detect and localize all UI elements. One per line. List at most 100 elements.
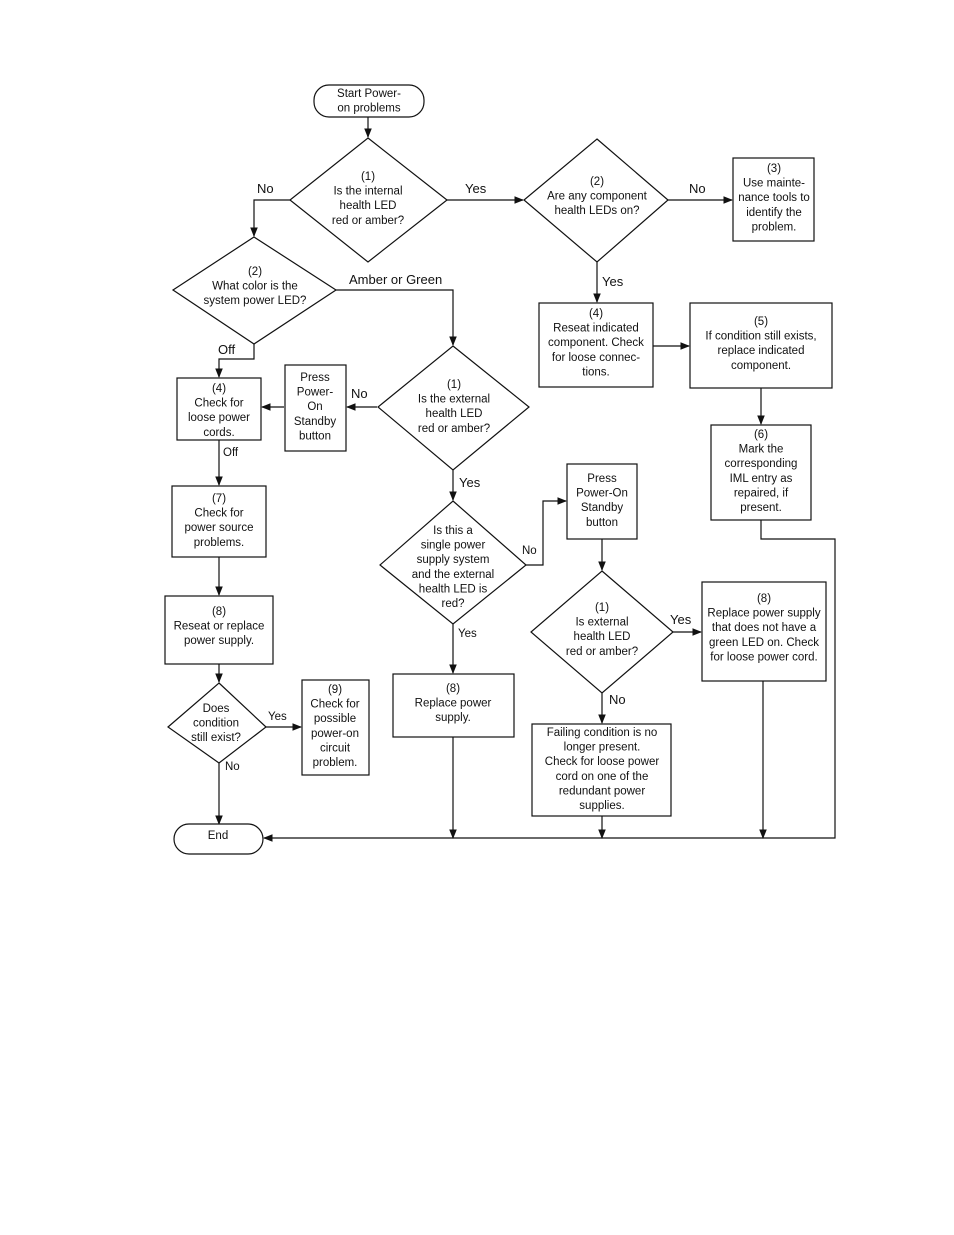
- node-text-line: Replace power supply: [707, 608, 820, 620]
- node-text-line: still exist?: [191, 732, 241, 744]
- node-text-line: identify the: [746, 207, 802, 219]
- node-text-line: possible: [314, 713, 356, 725]
- node-text-line: (7): [212, 493, 226, 505]
- connector-sys-led-off: [215, 344, 255, 378]
- node-text-line: Check for: [194, 508, 243, 520]
- node-text-line: Check for: [310, 699, 359, 711]
- connector-sys-led-amber-green: [336, 289, 457, 346]
- node-text-b-source: (7) Check for power source problems.: [184, 493, 253, 549]
- check-power-source-box: (7) Check for power source problems.: [171, 485, 267, 558]
- start-terminal: Start Power-on problems: [313, 84, 425, 118]
- node-text-line: repaired, if: [734, 487, 789, 499]
- node-text-line: If condition still exists,: [705, 331, 816, 343]
- node-text-line: Press: [300, 372, 330, 384]
- node-text-line: health LED is: [419, 583, 488, 595]
- node-text-line: health LED: [426, 408, 483, 420]
- node-text-line: supplies.: [579, 800, 624, 812]
- label-ext-led-no: No: [351, 386, 368, 401]
- node-text-line: for loose connec-: [552, 352, 640, 364]
- label-comp-led-yes: Yes: [602, 274, 624, 289]
- node-text-line: component.: [731, 360, 791, 372]
- node-text-line: problem.: [752, 221, 797, 233]
- node-text-line: End: [208, 830, 228, 842]
- node-text-line: supply.: [435, 712, 471, 724]
- node-text-line: for loose power cord.: [710, 651, 817, 663]
- node-text-line: problems.: [194, 537, 245, 549]
- node-text-line: (1): [361, 171, 375, 183]
- node-text-line: (2): [590, 176, 604, 188]
- node-text-line: system power LED?: [204, 295, 307, 307]
- reseat-component-box: (4) Reseat indicated component. Check for l…: [538, 302, 654, 388]
- node-text-line: Mark the: [739, 444, 784, 456]
- label-sys-led-off: Off: [218, 342, 235, 357]
- node-text-line: (4): [212, 383, 226, 395]
- node-text-line: Failing condition is no: [547, 727, 658, 739]
- node-text-line: Are any component: [547, 191, 648, 203]
- node-text-line: power supply.: [184, 635, 254, 647]
- label-ext-led2-no: No: [609, 692, 626, 707]
- node-text-line: component. Check: [548, 337, 644, 349]
- node-text-line: Power-On: [576, 488, 628, 500]
- node-text-line: that does not have a: [712, 622, 817, 634]
- node-text-line: present.: [740, 502, 782, 514]
- node-text-line: power source: [184, 522, 253, 534]
- node-text-line: cords.: [203, 427, 234, 439]
- label-ext-led-yes: Yes: [459, 475, 481, 490]
- label-sys-led-amber-green: Amber or Green: [349, 272, 442, 287]
- end-terminal: End: [173, 823, 264, 855]
- label-int-led-yes: Yes: [465, 181, 487, 196]
- node-text-line: Check for: [194, 398, 243, 410]
- node-text-line: (8): [212, 606, 226, 618]
- node-text-line: supply system: [417, 554, 490, 566]
- label-comp-led-no: No: [689, 181, 706, 196]
- node-text-line: and the external: [412, 569, 494, 581]
- connector-mark-to-end: [263, 520, 836, 842]
- node-text-line: (5): [754, 316, 768, 328]
- node-text-line: Is the internal: [333, 186, 402, 198]
- node-text-line: (4): [589, 308, 603, 320]
- node-text-line: red?: [441, 598, 464, 610]
- label-cords-off: Off: [223, 447, 239, 459]
- node-text-line: (6): [754, 429, 768, 441]
- node-text-line: Check for loose power: [545, 756, 660, 768]
- node-text-line: (1): [595, 602, 609, 614]
- node-text-line: redundant power: [559, 785, 645, 797]
- connectors: [215, 117, 836, 842]
- label-single-yes: Yes: [458, 628, 477, 640]
- node-text-line: health LED: [574, 631, 631, 643]
- node-text-line: Start Power-: [337, 88, 401, 100]
- node-text-line: Replace power: [415, 698, 492, 710]
- node-text-line: Reseat indicated: [553, 323, 639, 335]
- label-still-no: No: [225, 761, 240, 773]
- replace-component-box: (5)If condition still exists,replace ind…: [689, 302, 833, 389]
- node-text-line: (1): [447, 379, 461, 391]
- node-text-line: (3): [767, 163, 781, 175]
- node-text-start: Start Power-on problems: [337, 88, 401, 115]
- node-text-line: Standby: [581, 502, 623, 514]
